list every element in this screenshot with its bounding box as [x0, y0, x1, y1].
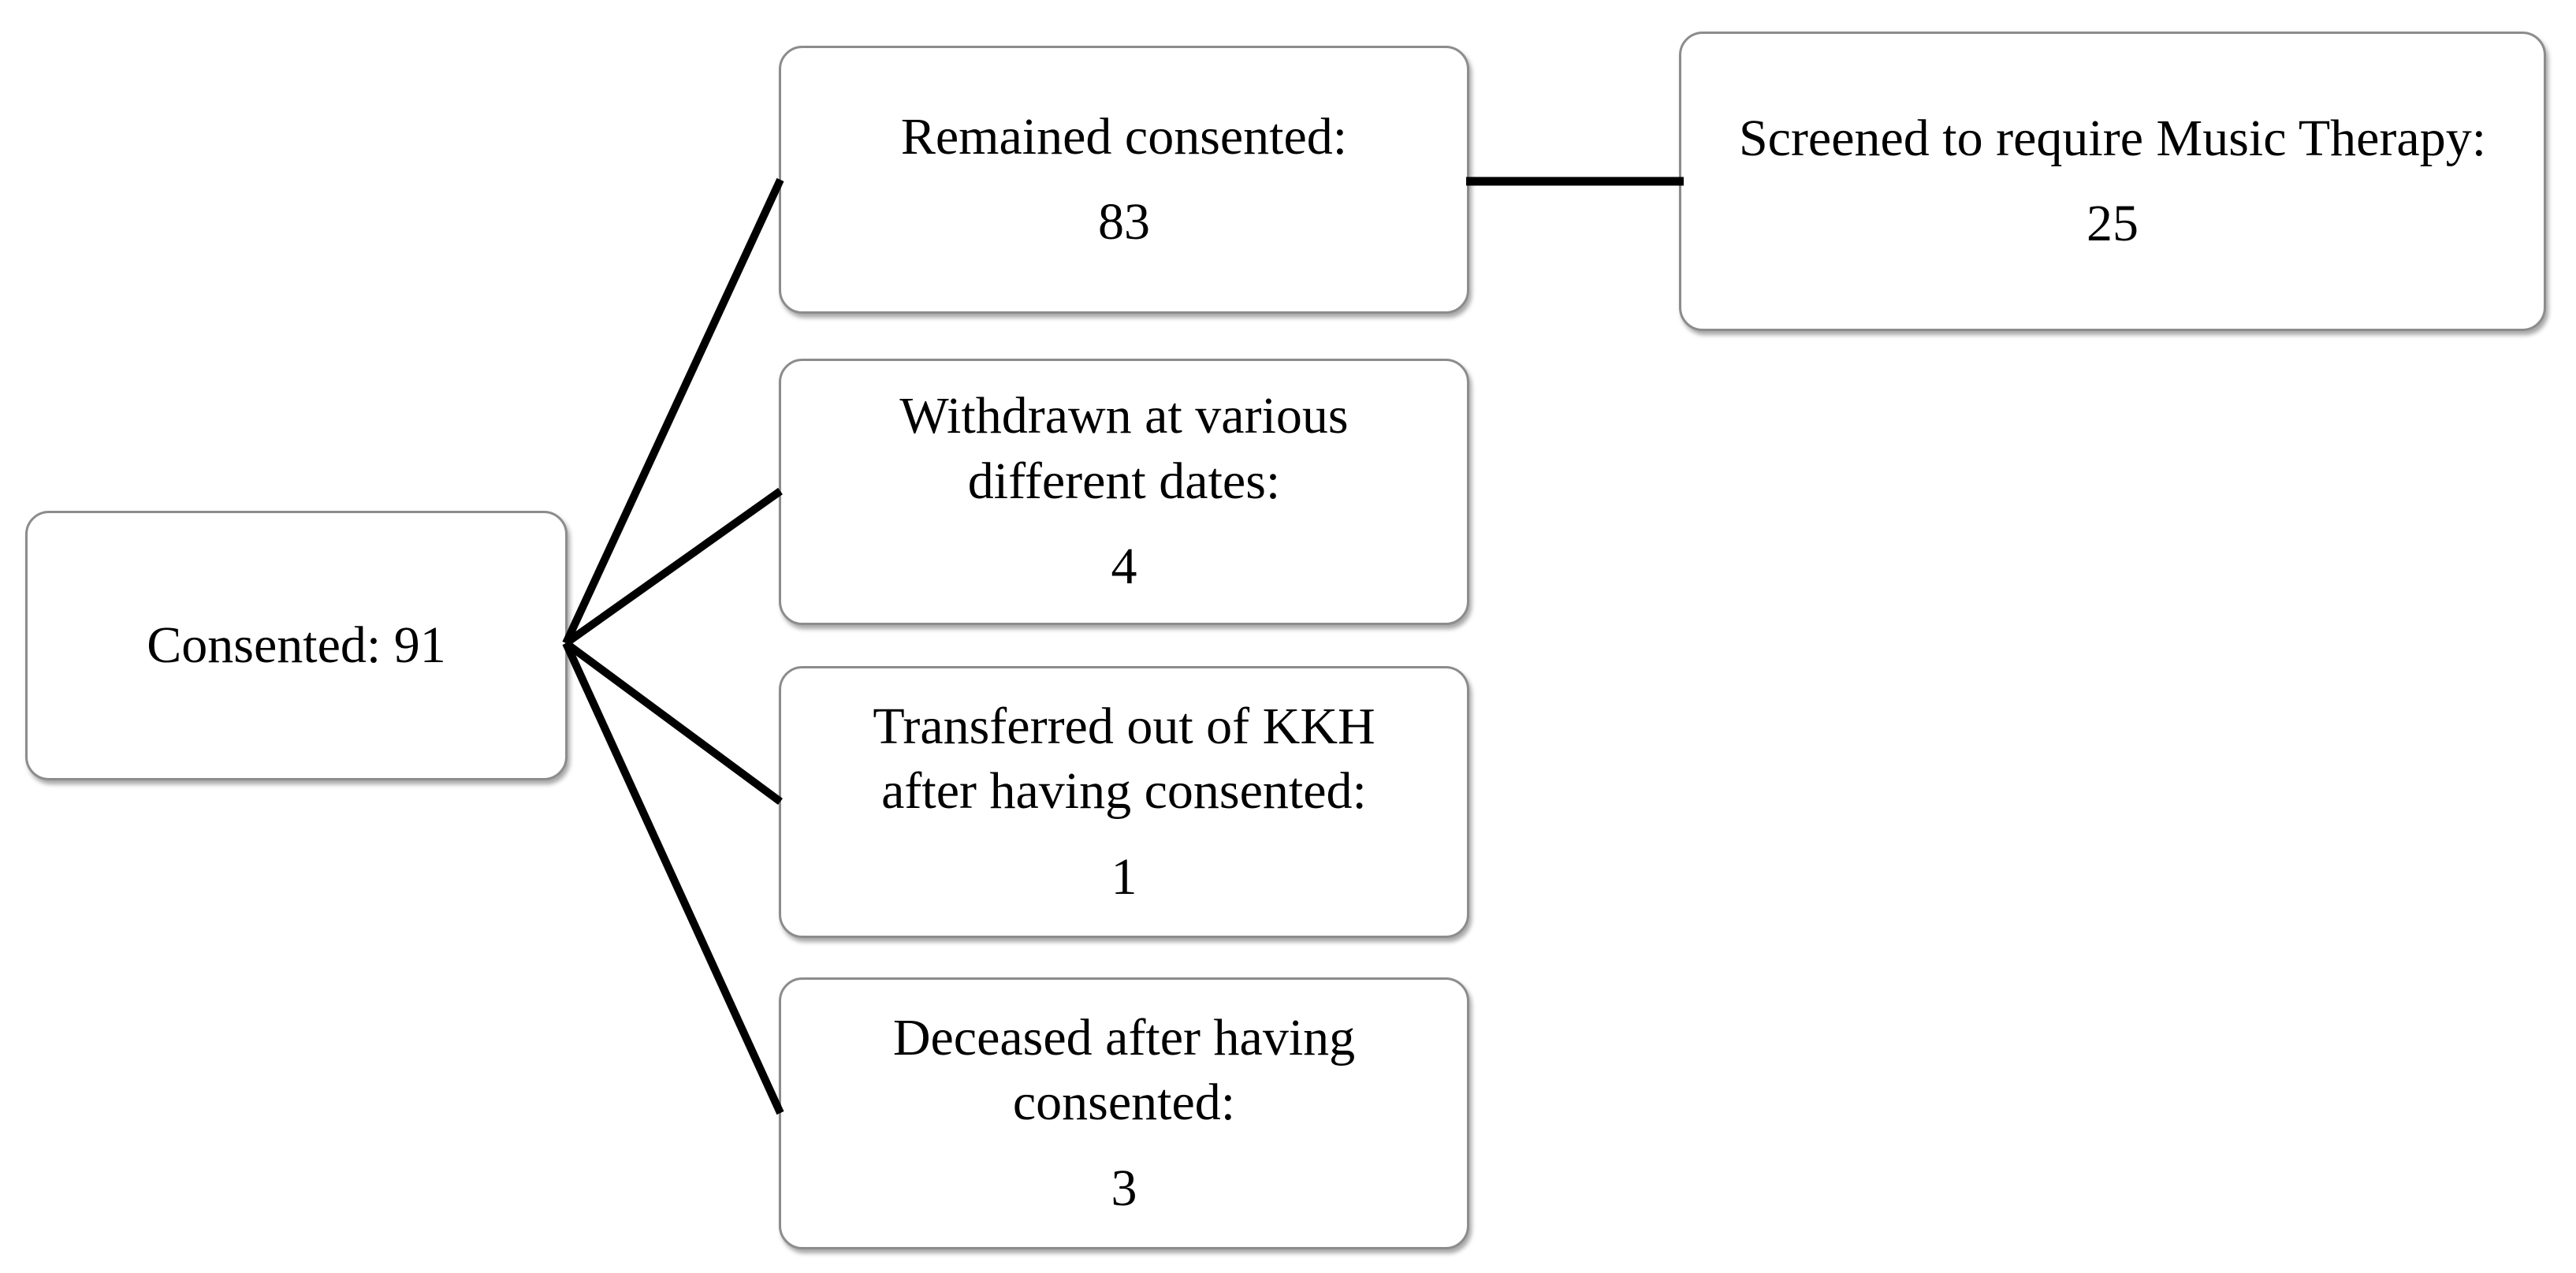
connector-consented-transferred — [564, 639, 783, 806]
node-withdrawn: Withdrawn at various different dates: 4 — [779, 359, 1469, 625]
node-deceased-value: 3 — [1111, 1159, 1137, 1217]
node-consented: Consented: 91 — [25, 511, 568, 780]
node-transferred: Transferred out of KKH after having cons… — [779, 666, 1469, 938]
node-transferred-value: 1 — [1111, 847, 1137, 906]
node-consented-label: Consented: 91 — [147, 616, 446, 674]
node-remained-label: Remained consented: — [900, 107, 1348, 166]
node-withdrawn-label: Withdrawn at various different dates: — [899, 387, 1349, 510]
node-deceased-label: Deceased after having consented: — [892, 1008, 1356, 1132]
connector-consented-remained — [562, 177, 784, 646]
node-remained: Remained consented: 83 — [779, 46, 1469, 314]
connector-consented-deceased — [562, 641, 784, 1115]
node-withdrawn-value: 4 — [1111, 538, 1137, 596]
node-screened: Screened to require Music Therapy: 25 — [1679, 32, 2546, 331]
node-remained-value: 83 — [1098, 193, 1150, 251]
connector-consented-withdrawn — [564, 487, 783, 647]
node-transferred-label: Transferred out of KKH after having cons… — [873, 697, 1375, 821]
node-deceased: Deceased after having consented: 3 — [779, 977, 1469, 1249]
node-screened-label: Screened to require Music Therapy: — [1738, 109, 2487, 167]
node-screened-value: 25 — [2086, 195, 2139, 252]
